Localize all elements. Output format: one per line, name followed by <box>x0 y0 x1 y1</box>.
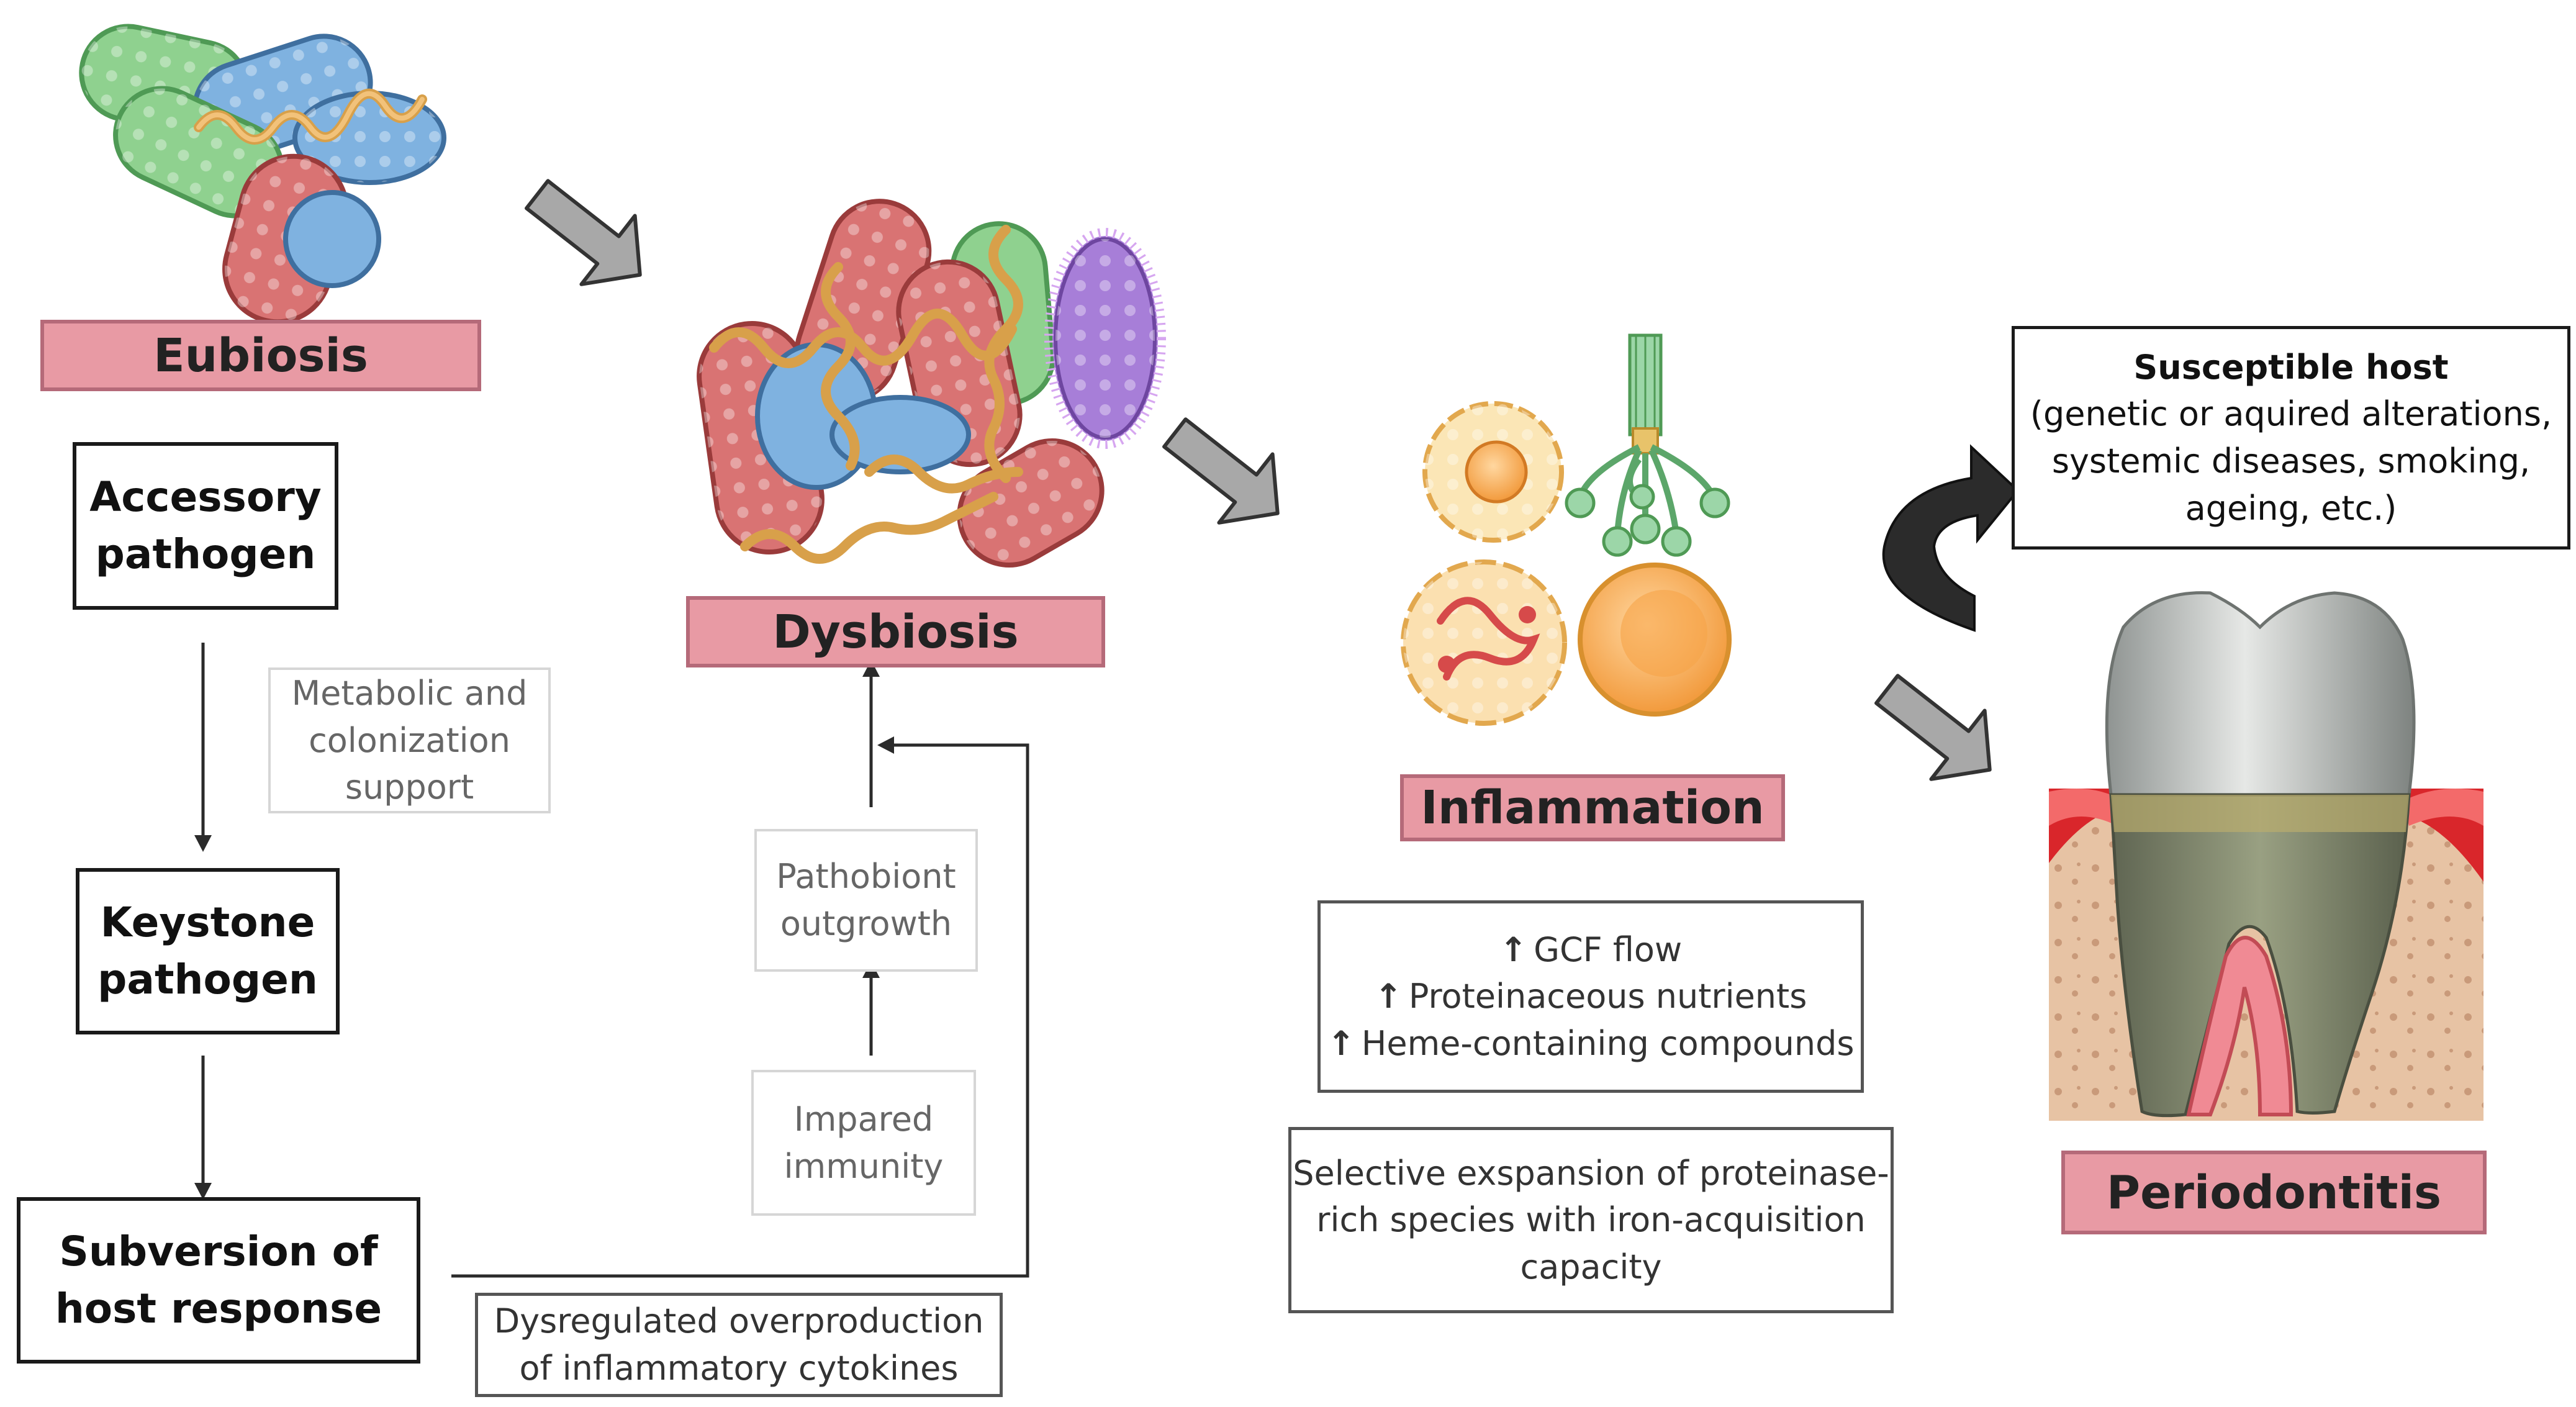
up-arrow-icon: ↑ <box>1499 930 1528 969</box>
metabolic-line-1: Metabolic and <box>291 674 528 713</box>
periodontitis-tooth-illustration <box>2049 591 2483 1121</box>
inflammation-text: Inflammation <box>1421 781 1765 835</box>
immunity-line-1: Impared <box>793 1099 934 1139</box>
selective-line-1: Selective exspansion of proteinase- <box>1293 1153 1889 1193</box>
arrow-dysbiosis-to-inflammation <box>1162 417 1280 525</box>
accessory-line-2: pathogen <box>95 530 316 578</box>
inflammation-label: Inflammation <box>1400 774 1785 841</box>
periodontitis-text: Periodontitis <box>2106 1165 2442 1219</box>
effect-heme-compounds: ↑Heme-containing compounds <box>1327 1023 1855 1063</box>
up-arrow-icon: ↑ <box>1374 977 1403 1016</box>
pathobiont-outgrowth-box: Pathobiont outgrowth <box>754 829 978 972</box>
susceptible-line-3: ageing, etc.) <box>2185 488 2397 528</box>
selective-line-2: rich species with iron-acquisition <box>1316 1200 1866 1240</box>
immunity-line-2: immunity <box>784 1146 944 1186</box>
eubiosis-text: Eubiosis <box>153 328 368 382</box>
periodontitis-label: Periodontitis <box>2061 1151 2487 1234</box>
arrow-inflammation-to-periodontitis <box>1874 674 1992 781</box>
curved-arrow-susceptible-host <box>1882 444 2020 632</box>
cytokines-box: Dysregulated overproduction of inflammat… <box>475 1293 1003 1397</box>
pathobiont-line-2: outgrowth <box>780 904 952 943</box>
effect-gcf-flow: ↑GCF flow <box>1499 930 1683 969</box>
dysbiosis-bacteria-illustration <box>697 199 1166 568</box>
keystone-line-2: pathogen <box>97 956 318 1003</box>
dysbiosis-text: Dysbiosis <box>772 605 1019 659</box>
eubiosis-label: Eubiosis <box>40 320 481 391</box>
cytokines-line-2: of inflammatory cytokines <box>519 1349 959 1388</box>
keystone-line-1: Keystone <box>100 898 315 946</box>
susceptible-host-box: Susceptible host (genetic or aquired alt… <box>2012 326 2570 550</box>
susceptible-host-title: Susceptible host <box>2133 347 2449 387</box>
accessory-line-1: Accessory <box>89 473 322 521</box>
effect-proteinaceous-nutrients: ↑Proteinaceous nutrients <box>1374 977 1807 1016</box>
selective-line-3: capacity <box>1520 1247 1662 1287</box>
keystone-pathogen-box: Keystone pathogen <box>76 868 340 1034</box>
arrow-eubiosis-to-dysbiosis <box>525 179 642 286</box>
inflammation-immune-cells-illustration <box>1401 333 1732 726</box>
subversion-host-response-box: Subversion of host response <box>17 1197 420 1364</box>
subversion-line-1: Subversion of <box>59 1227 378 1275</box>
up-arrow-icon: ↑ <box>1327 1023 1355 1063</box>
susceptible-line-1: (genetic or aquired alterations, <box>2030 394 2552 434</box>
selective-expansion-box: Selective exspansion of proteinase- rich… <box>1288 1127 1894 1313</box>
subversion-line-2: host response <box>55 1285 382 1332</box>
inflammation-effects-box: ↑GCF flow ↑Proteinaceous nutrients ↑Heme… <box>1317 900 1864 1093</box>
connector-lines <box>201 643 1029 1278</box>
impared-immunity-box: Impared immunity <box>751 1070 976 1216</box>
cytokines-line-1: Dysregulated overproduction <box>494 1301 984 1341</box>
metabolic-line-2: colonization <box>309 720 510 760</box>
accessory-pathogen-box: Accessory pathogen <box>73 442 338 610</box>
susceptible-line-2: systemic diseases, smoking, <box>2051 441 2531 481</box>
dysbiosis-label: Dysbiosis <box>686 596 1105 667</box>
pathobiont-line-1: Pathobiont <box>776 857 956 897</box>
metabolic-support-box: Metabolic and colonization support <box>268 667 551 813</box>
metabolic-line-3: support <box>345 767 474 807</box>
grey-block-arrows <box>525 179 1992 781</box>
eubiosis-bacteria-illustration <box>79 24 446 325</box>
